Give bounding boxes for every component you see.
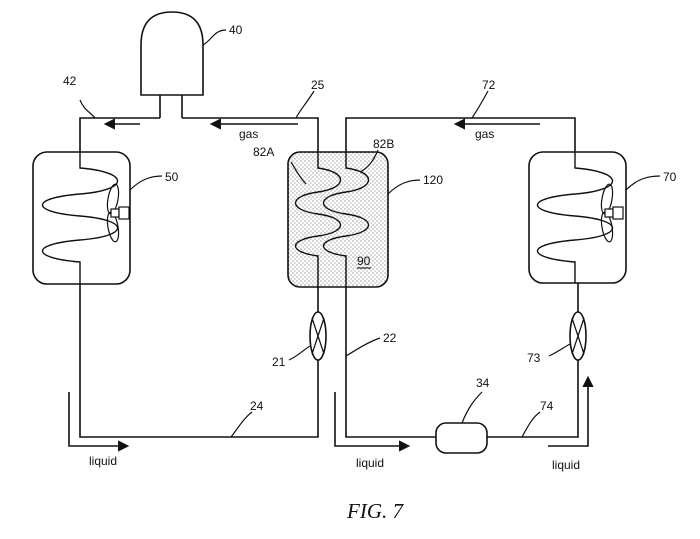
label-82a: 82A: [253, 145, 274, 159]
expansion-valve-21: [310, 312, 326, 360]
label-74: 74: [540, 399, 554, 413]
leader-22: [346, 338, 380, 356]
leader-73: [549, 344, 570, 356]
leader-34: [462, 392, 482, 423]
storage-tank: [288, 152, 388, 287]
label-34: 34: [476, 376, 490, 390]
left-exchanger-coil: [43, 152, 118, 284]
label-25: 25: [311, 78, 325, 92]
leader-50: [130, 176, 162, 190]
label-40: 40: [229, 23, 243, 37]
left-fan-icon: [105, 183, 129, 242]
leader-24: [231, 412, 252, 437]
right-loop-bottom-pipe: [346, 283, 578, 437]
label-73: 73: [527, 351, 541, 365]
fluid-label-90: 90: [357, 254, 371, 268]
leader-25: [296, 91, 314, 118]
liquid-label-middle: liquid: [356, 456, 384, 470]
label-82b: 82B: [373, 137, 394, 151]
liquid-label-left: liquid: [89, 454, 117, 468]
receiver-34: [436, 423, 487, 453]
liquid-arrow-right: [548, 378, 588, 446]
liquid-label-right: liquid: [552, 458, 580, 472]
label-21: 21: [272, 355, 286, 369]
label-22: 22: [383, 331, 397, 345]
leader-120: [388, 180, 420, 194]
label-72: 72: [482, 78, 496, 92]
label-24: 24: [250, 399, 264, 413]
compressor: [141, 12, 203, 95]
figure-caption: FIG. 7: [346, 499, 404, 523]
label-42: 42: [63, 74, 77, 88]
right-fan-icon: [599, 183, 623, 242]
compressor-leg-left: [160, 95, 182, 118]
leader-70: [626, 176, 660, 190]
gas-label-left: gas: [239, 127, 258, 141]
gas-label-right: gas: [475, 127, 494, 141]
label-120: 120: [423, 173, 443, 187]
leader-40: [203, 30, 226, 45]
label-70: 70: [663, 170, 677, 184]
leader-42: [80, 100, 95, 118]
leader-72: [472, 91, 488, 118]
label-50: 50: [165, 170, 179, 184]
liquid-arrow-left: [69, 392, 127, 446]
leader-74: [522, 412, 540, 437]
expansion-valve-73: [570, 312, 586, 360]
left-loop-top-pipe: [80, 118, 318, 152]
leader-21: [289, 346, 310, 360]
